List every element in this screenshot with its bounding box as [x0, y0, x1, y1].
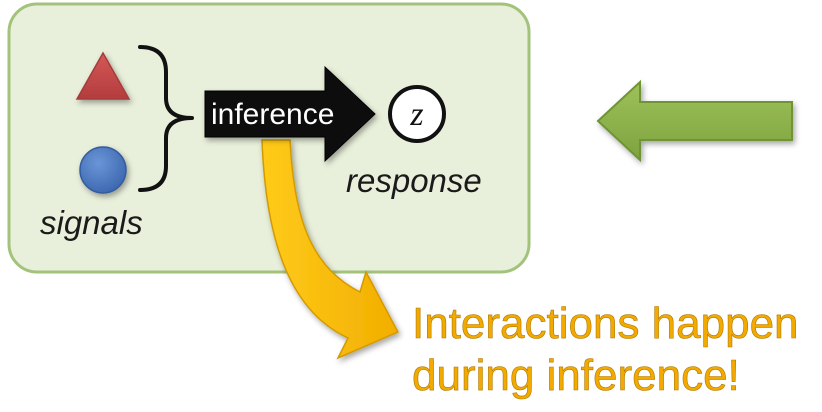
blue-circle-icon — [79, 146, 127, 194]
callout-line-2: during inference! — [412, 351, 740, 400]
signals-label: signals — [40, 204, 143, 241]
response-label: response — [346, 162, 482, 199]
green-left-arrow-icon — [596, 79, 793, 163]
inference-label: inference — [211, 98, 334, 131]
output-symbol: z — [409, 96, 423, 133]
yellow-curved-arrow-icon — [261, 139, 400, 360]
curly-brace-icon — [138, 45, 194, 192]
inference-arrow — [204, 65, 376, 163]
model-panel — [7, 2, 531, 274]
callout-line-1: Interactions happen — [412, 299, 799, 348]
output-circle — [388, 85, 446, 143]
red-triangle-icon — [75, 51, 131, 100]
